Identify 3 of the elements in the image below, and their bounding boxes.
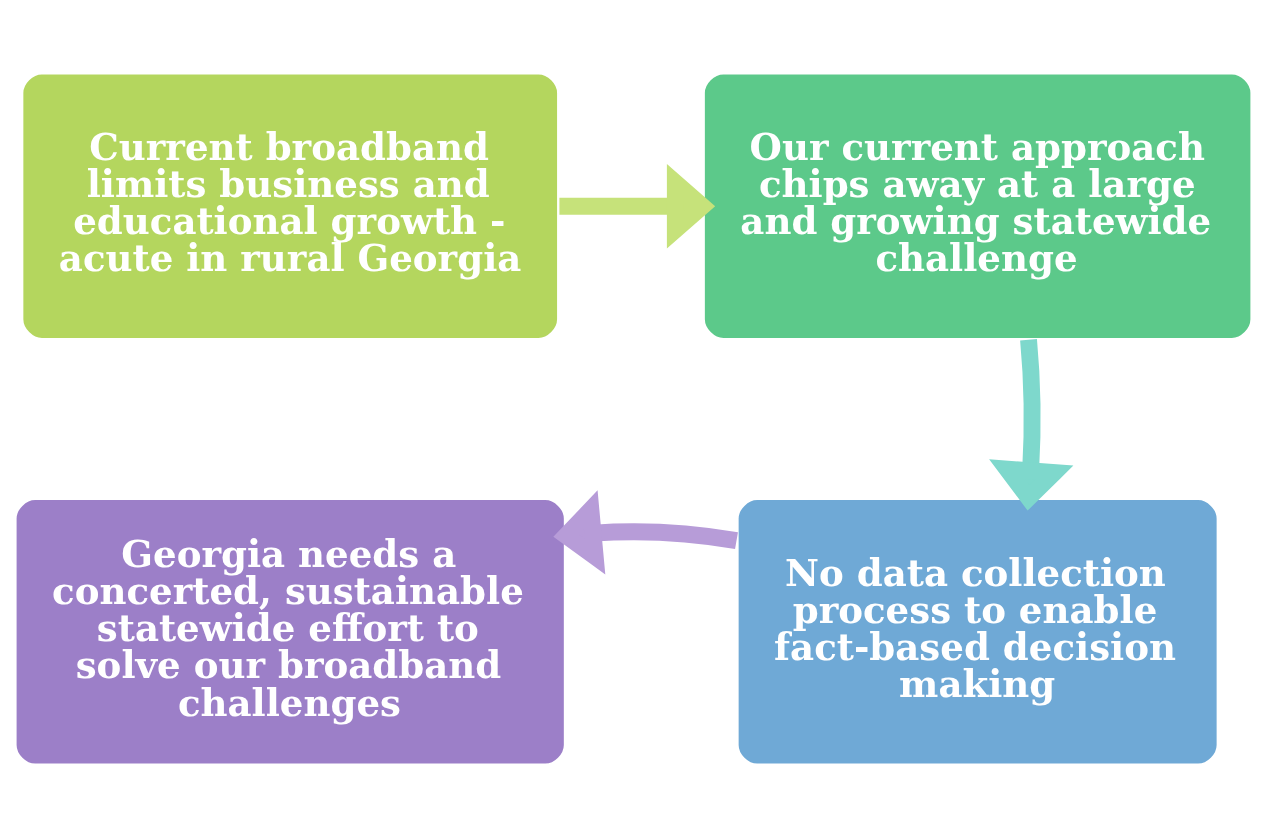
arrow <box>559 163 716 249</box>
arrow <box>989 339 1074 511</box>
arrow <box>553 490 738 575</box>
